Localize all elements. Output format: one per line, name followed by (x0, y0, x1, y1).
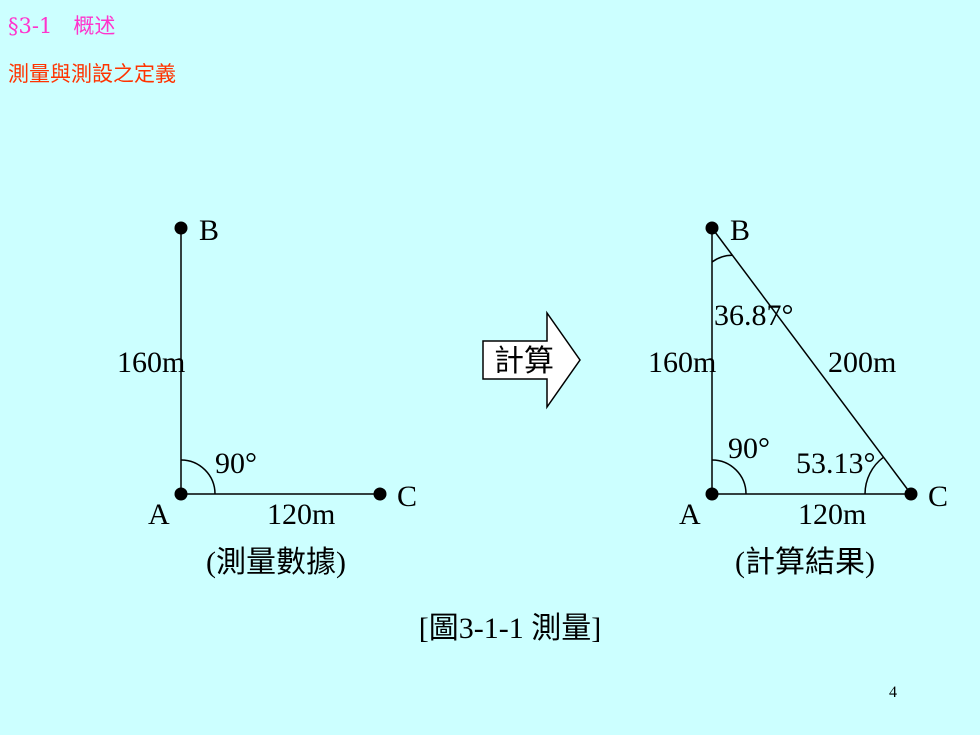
left-side-ac-label: 120m (267, 498, 335, 531)
subtitle: 測量與測設之定義 (8, 62, 176, 86)
right-point-b-dot (705, 221, 719, 235)
right-side-ab-label: 160m (648, 346, 716, 379)
right-point-a-dot (705, 487, 719, 501)
left-angle-a-label: 90° (215, 447, 257, 480)
left-point-a-label: A (148, 498, 170, 531)
right-diagram: B A C 160m 120m 200m 36.87° 90° 53.13° (… (648, 214, 948, 579)
left-point-a-dot (174, 487, 188, 501)
right-caption: (計算結果) (735, 546, 875, 579)
right-side-ac-label: 120m (798, 498, 866, 531)
left-caption: (測量數據) (206, 546, 346, 579)
section-title: §3-1 概述 (8, 14, 116, 38)
right-angle-c-label: 53.13° (796, 447, 876, 480)
arrow-shape (482, 310, 581, 410)
right-point-a-label: A (679, 498, 701, 531)
right-angle-a-label: 90° (728, 432, 770, 465)
right-angle-b-arc (711, 254, 733, 263)
left-point-b-dot (174, 221, 188, 235)
right-angle-a-arc (711, 459, 747, 495)
left-side-ab-label: 160m (117, 346, 185, 379)
right-point-c-dot (904, 487, 918, 501)
right-angle-b-label: 36.87° (714, 299, 794, 332)
right-point-b-label: B (730, 214, 750, 247)
figure-caption: [圖3-1-1 測量] (419, 612, 601, 645)
right-side-bc (711, 227, 912, 495)
left-diagram: B A C 160m 120m 90° (測量數據) (117, 214, 417, 579)
left-point-c-dot (373, 487, 387, 501)
right-angle-c-arc (864, 456, 884, 495)
compute-arrow: 計算 (482, 310, 581, 410)
page-number: 4 (889, 684, 897, 701)
left-point-c-label: C (397, 480, 417, 513)
arrow-label: 計算 (494, 345, 554, 378)
right-point-c-label: C (928, 480, 948, 513)
left-angle-a-arc (180, 459, 216, 495)
left-point-b-label: B (199, 214, 219, 247)
right-side-bc-label: 200m (828, 346, 896, 379)
